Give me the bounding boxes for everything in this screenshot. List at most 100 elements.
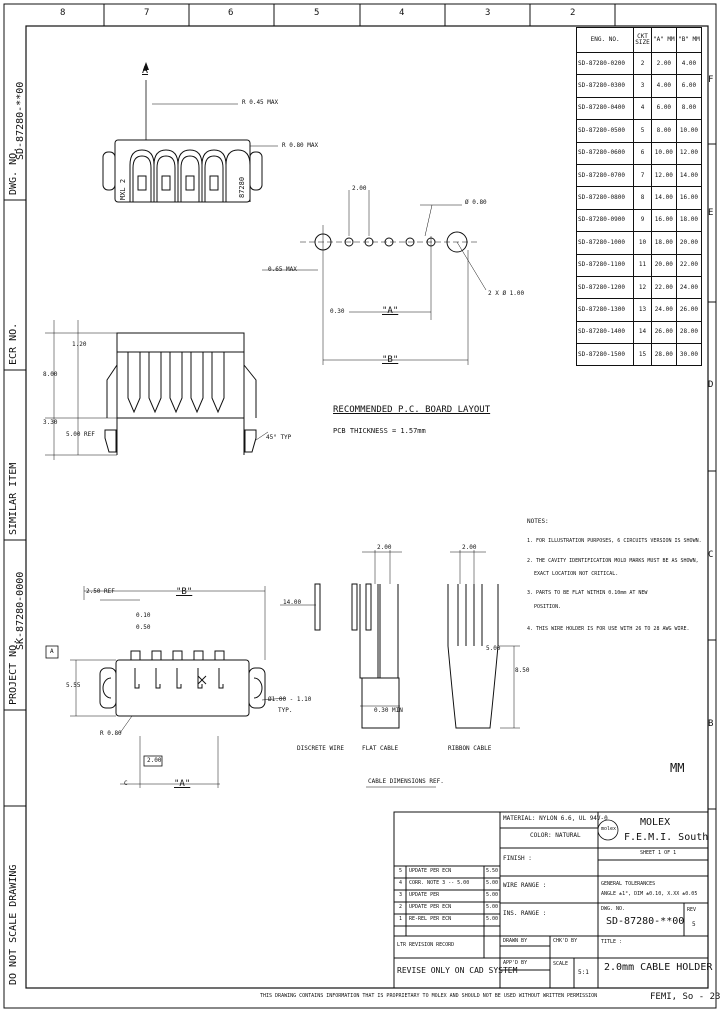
left-strip-lines: [4, 199, 26, 807]
zone-label-right: D: [708, 380, 714, 390]
table-cell: 28.00: [675, 320, 703, 345]
zone-label-top: 7: [144, 8, 150, 18]
table-cell: 4.00: [675, 51, 703, 76]
table-cell: 14: [633, 320, 652, 345]
table-cell: 20.00: [675, 231, 703, 255]
drawing-title: 2.0mm CABLE HOLDER: [604, 962, 713, 973]
rev-label: REV: [687, 907, 697, 913]
table-cell: 5: [633, 119, 652, 143]
table-cell: 24.00: [650, 298, 677, 322]
housing-marking-right: 87280: [238, 176, 246, 198]
dim-label: 0.65 MAX: [268, 266, 297, 273]
ribbon-cable-label: RIBBON CABLE: [448, 745, 492, 752]
revision-ref: 5.00: [486, 904, 499, 910]
table-cell: SD-87280-0200: [575, 51, 635, 76]
dim-label: 0.30: [330, 308, 345, 315]
table-cell: 8.00: [675, 96, 703, 121]
company-name: MOLEX: [640, 817, 671, 828]
table-cell: 16.00: [675, 186, 703, 210]
dim-label: 5.00 REF: [66, 431, 95, 438]
dim-label: 0.50: [136, 624, 151, 631]
side-view-housing: [45, 320, 269, 460]
flat-cable-label: FLAT CABLE: [362, 745, 399, 752]
table-cell: 18.00: [650, 231, 677, 255]
zone-label-right: E: [708, 208, 714, 218]
note-2a: 2. THE CAVITY IDENTIFICATION MOLD MARKS …: [527, 558, 699, 564]
title-block-lines: [393, 811, 709, 989]
zone-label-right: B: [708, 719, 714, 729]
table-cell: 10.00: [650, 141, 677, 165]
table-cell: SD-87280-0800: [575, 186, 635, 210]
dim-label: TYP.: [278, 707, 293, 714]
table-cell: 6: [633, 141, 652, 165]
dim-label: 45° TYP: [266, 434, 292, 441]
similar-item-label: SIMILAR ITEM: [8, 462, 19, 535]
table-cell: 10: [633, 231, 652, 255]
dim-label: 2.00: [352, 185, 367, 192]
revision-ref: 5.00: [486, 892, 499, 898]
table-cell: 9: [633, 208, 652, 233]
table-cell: 22.00: [675, 253, 703, 277]
checked-by-label: CHK'D BY: [553, 938, 578, 944]
notes-title: NOTES:: [527, 518, 549, 525]
table-cell: 20.00: [650, 253, 677, 277]
revision-ltr: 1: [399, 916, 403, 922]
dim-b-label: "B": [382, 355, 399, 365]
revision-ltr: 3: [399, 892, 403, 898]
table-cell: 2.00: [650, 51, 677, 76]
header-eng-no: ENG. NO.: [575, 27, 635, 53]
dim-label: C: [124, 780, 128, 787]
table-cell: SD-87280-1000: [575, 231, 635, 255]
dim-label: R 0.80: [100, 730, 122, 737]
project-no-value: SK-87280-0000: [15, 571, 26, 650]
datum-box-label: A: [50, 648, 54, 655]
table-cell: 6.00: [650, 96, 677, 121]
table-cell: 4: [633, 96, 652, 121]
table-cell: 8: [633, 186, 652, 210]
proprietary-notice: THIS DRAWING CONTAINS INFORMATION THAT I…: [260, 993, 598, 999]
table-cell: 26.00: [650, 320, 677, 345]
header-ckt-size: CKT SIZE: [633, 27, 652, 53]
zone-label-top: 6: [228, 8, 234, 18]
dim-a-label: "A": [174, 779, 191, 789]
note-3b: POSITION.: [534, 604, 562, 610]
table-cell: SD-87280-0900: [575, 208, 635, 233]
table-cell: 11: [633, 253, 652, 277]
revision-ltr: 2: [399, 904, 403, 910]
table-cell: 28.00: [650, 343, 677, 367]
revision-desc: UPDATE PER ECN: [409, 868, 452, 874]
header-a: "A" MM: [650, 27, 677, 53]
table-cell: SD-87280-0600: [575, 141, 635, 165]
table-cell: 4.00: [650, 74, 677, 98]
dim-label: 14.00: [283, 599, 302, 606]
table-cell: 15: [633, 343, 652, 367]
dim-label: Ø1.00 - 1.10: [268, 696, 312, 703]
dim-label: 3.30: [43, 419, 58, 426]
table-cell: 18.00: [675, 208, 703, 233]
top-zone-ticks: [103, 4, 616, 26]
right-zone-ticks: [708, 143, 716, 810]
table-cell: SD-87280-1500: [575, 343, 635, 367]
note-3a: 3. PARTS TO BE FLAT WITHIN 0.10mm AT NEW: [527, 590, 648, 596]
dwg-no-label: DWG. NO.: [601, 906, 626, 912]
ins-range-label: INS. RANGE :: [503, 910, 547, 917]
revision-desc: UPDATE PER ECN: [409, 904, 452, 910]
table-cell: SD-87280-1300: [575, 298, 635, 322]
zone-label-top: 5: [314, 8, 320, 18]
top-view-housing: [102, 62, 278, 203]
dwg-no-value: SD-87280-**00: [15, 81, 26, 160]
table-cell: 12.00: [675, 141, 703, 165]
scale-label: SCALE: [553, 961, 569, 967]
zone-label-top: 3: [485, 8, 491, 18]
zone-label-right: C: [708, 550, 714, 560]
dim-label: 2.00: [377, 544, 392, 551]
footer-code: FEMI, So - 23: [650, 992, 720, 1002]
dim-label: 0.10: [136, 612, 151, 619]
revision-ltr: 4: [399, 880, 403, 886]
